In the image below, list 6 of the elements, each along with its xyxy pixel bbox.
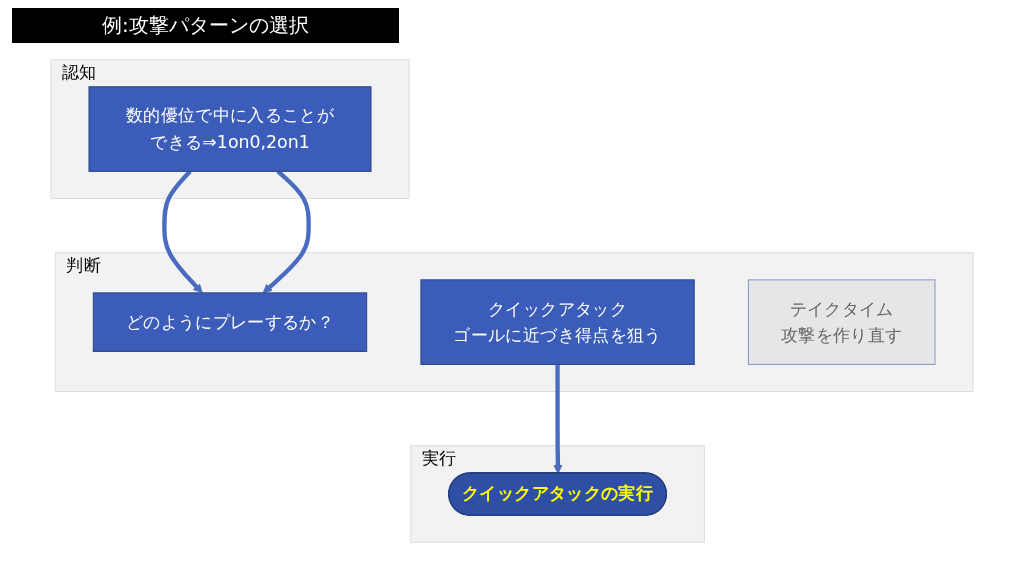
node-box: クイックアタック ゴールに近づき得点を狙う <box>420 279 695 365</box>
arrow <box>553 364 563 474</box>
node-box: テイクタイム 攻撃を作り直す <box>747 279 936 365</box>
node-box: 数的優位で中に入ることができる⇒1on0,2on1 <box>88 86 372 172</box>
title-banner: 例:攻撃パターンの選択 <box>12 8 399 43</box>
node-box: どのようにプレーするか？ <box>92 292 368 352</box>
